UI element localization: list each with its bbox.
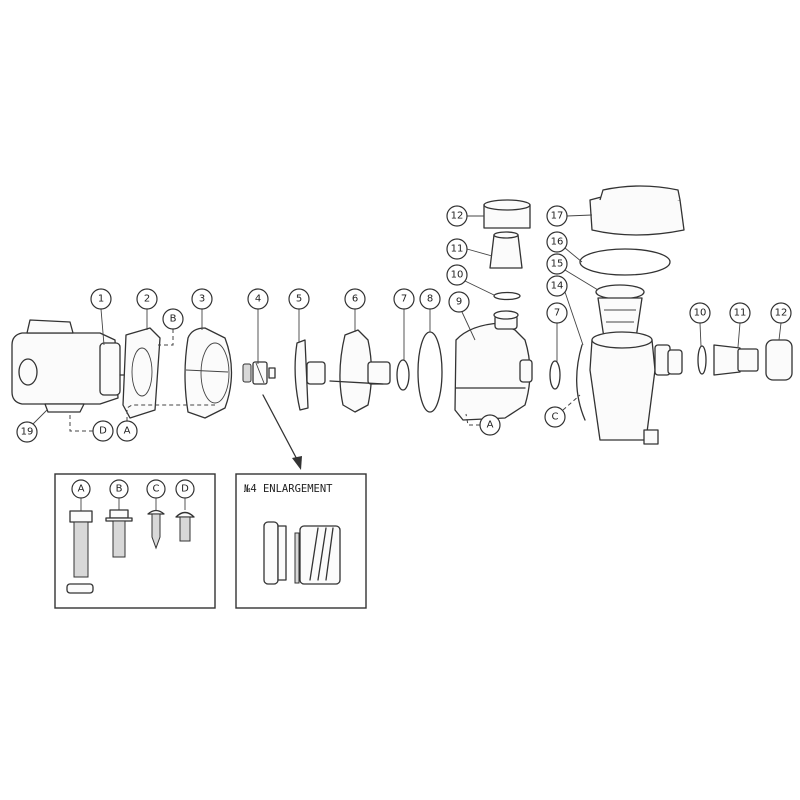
svg-text:A: A [487,420,494,431]
callout-3: 3 [191,288,213,310]
callout-9: 9 [448,291,470,313]
svg-text:8: 8 [427,294,433,305]
callout-B: B [162,308,184,330]
screw-C [147,498,165,550]
part-impeller [294,339,326,411]
svg-text:6: 6 [352,294,358,305]
callout-8: 8 [419,288,441,310]
svg-text:3: 3 [199,294,205,305]
svg-text:B: B [116,484,123,495]
part-motor [11,319,136,413]
svg-text:D: D [99,426,107,437]
part-strainer-lid [589,185,685,236]
svg-text:15: 15 [551,259,564,270]
fastener-label-A: A [71,479,91,499]
svg-text:14: 14 [551,281,564,292]
part-mechanical-seal [242,361,276,385]
svg-text:5: 5 [296,294,302,305]
svg-text:4: 4 [255,294,261,305]
part-oring-7b [549,360,561,390]
part-seal-plate [184,327,233,419]
svg-text:A: A [78,484,85,495]
svg-text:2: 2 [144,294,150,305]
part-oring-10-top [493,291,521,301]
fastener-label-D: D [175,479,195,499]
callout-2: 2 [136,288,158,310]
svg-text:16: 16 [551,237,564,248]
part-oring-10-right [697,345,707,375]
callout-10-top: 10 [446,264,468,286]
part-strainer-housing [576,331,683,445]
part-union-tail-right [713,344,759,376]
svg-text:10: 10 [694,308,707,319]
part-oring-7 [396,359,410,391]
fasteners-inset: A B C D [54,473,216,609]
svg-text:11: 11 [734,308,747,319]
callout-12-right: 12 [770,302,792,324]
callout-7-right: 7 [546,302,568,324]
svg-text:7: 7 [554,308,560,319]
svg-text:C: C [153,484,160,495]
leader-lines [32,214,782,470]
seal-enlarged [263,521,341,585]
bolt-B [105,498,133,558]
callout-5: 5 [288,288,310,310]
screw-D [175,498,195,542]
svg-text:C: C [552,412,559,423]
svg-text:D: D [181,484,189,495]
enlargement-title: №4 ENLARGEMENT [244,483,333,495]
svg-text:7: 7 [401,294,407,305]
callout-15: 15 [546,253,568,275]
callout-10-right: 10 [689,302,711,324]
part-gasket-8 [417,331,443,413]
callout-C: C [544,406,566,428]
part-union-nut-right [765,339,793,381]
svg-text:19: 19 [21,427,34,438]
fastener-label-B: B [109,479,129,499]
bolt-A [66,498,94,594]
part-lid-oring [579,248,671,276]
svg-text:12: 12 [451,211,464,222]
svg-text:12: 12 [775,308,788,319]
callout-16: 16 [546,231,568,253]
svg-text:9: 9 [456,297,462,308]
part-pump-housing [454,310,533,421]
svg-text:1: 1 [98,294,104,305]
svg-text:11: 11 [451,244,464,255]
part-strainer-basket [595,284,645,339]
callout-17: 17 [546,205,568,227]
callout-A-right: A [479,414,501,436]
callout-12-top: 12 [446,205,468,227]
svg-text:A: A [124,426,131,437]
callout-D: D [92,420,114,442]
callout-11-top: 11 [446,238,468,260]
part-bracket [122,327,161,419]
part-union-nut-top [483,199,531,229]
callout-4: 4 [247,288,269,310]
part-diffuser [329,329,391,413]
part-union-tail-top [489,231,523,269]
callout-1: 1 [90,288,112,310]
svg-text:10: 10 [451,270,464,281]
callout-7: 7 [393,288,415,310]
enlargement-inset: №4 ENLARGEMENT [235,473,367,609]
callout-14: 14 [546,275,568,297]
svg-text:B: B [170,314,177,325]
callout-6: 6 [344,288,366,310]
svg-text:17: 17 [551,211,564,222]
fastener-label-C: C [146,479,166,499]
callout-A-left: A [116,420,138,442]
callout-11-right: 11 [729,302,751,324]
callout-19: 19 [16,421,38,443]
